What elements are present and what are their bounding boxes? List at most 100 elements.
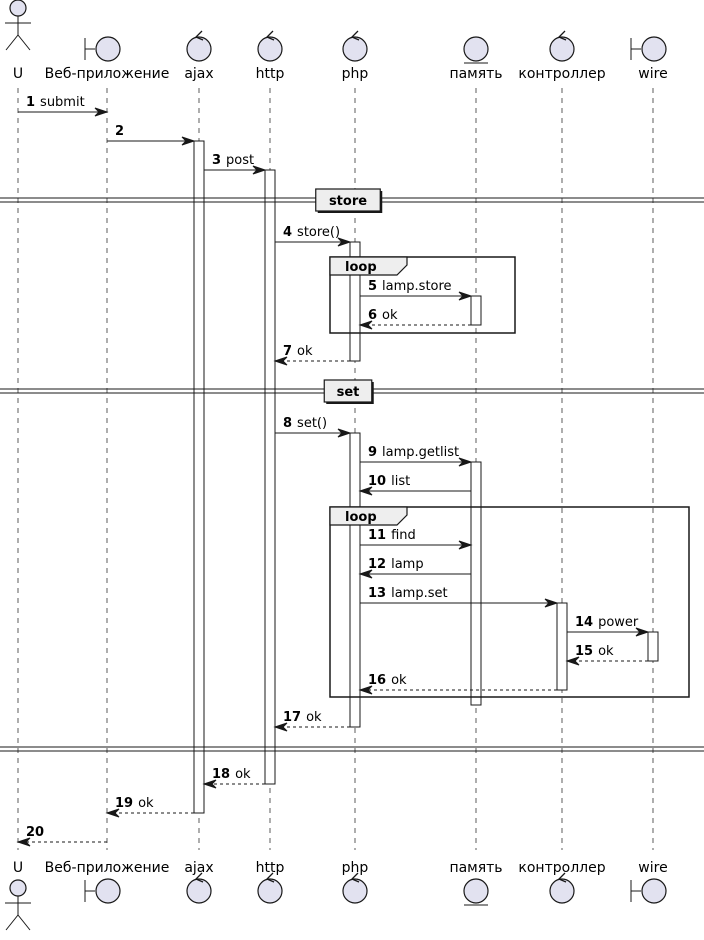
- message-text: list: [391, 474, 410, 489]
- participant-label-wire: wire: [638, 66, 667, 82]
- participants: UUВеб-приложениеВеб-приложениеajaxajaxht…: [5, 0, 668, 931]
- arrowhead: [565, 656, 580, 666]
- message-14: 14 power: [567, 615, 650, 637]
- participant-label-mem: память: [449, 66, 502, 82]
- arrowhead: [273, 722, 288, 732]
- http-control-icon: [257, 30, 283, 62]
- message-5: 5 lamp.store: [360, 279, 473, 301]
- participant-label-ajax: ajax: [184, 66, 213, 82]
- arrowhead: [16, 837, 31, 847]
- message-number: 18: [212, 767, 230, 782]
- web-boundary-icon: [84, 36, 121, 62]
- participant-label-php: php: [342, 860, 369, 876]
- loop-label: loop: [345, 510, 377, 525]
- message-text: power: [598, 615, 639, 630]
- participant-label-http: http: [256, 860, 285, 876]
- divider-label: store: [329, 194, 367, 209]
- message-1: 1 submit: [18, 95, 109, 117]
- wire-boundary-icon: [630, 36, 667, 62]
- arrowhead: [635, 627, 650, 637]
- arrowhead: [358, 486, 373, 496]
- arrowhead: [458, 457, 473, 467]
- message-text: ok: [138, 796, 154, 811]
- message-20: 20: [16, 825, 107, 847]
- activation-bar-mem: [470, 461, 482, 706]
- participant-label-mem: память: [449, 860, 502, 876]
- arrowhead: [358, 569, 373, 579]
- message-text: store(): [297, 225, 340, 240]
- loop-group: loop: [329, 256, 516, 334]
- arrowhead: [181, 136, 196, 146]
- message-number: 2: [115, 124, 124, 139]
- message-number: 4: [283, 225, 292, 240]
- message-text: lamp.getlist: [382, 445, 459, 460]
- activation-bars: [193, 140, 659, 814]
- ctrl-control-icon: [549, 30, 575, 62]
- message-number: 1: [26, 95, 35, 110]
- divider-label: set: [337, 385, 360, 400]
- message-number: 13: [368, 586, 386, 601]
- message-text: lamp: [391, 557, 424, 572]
- arrowhead: [273, 356, 288, 366]
- participant-label-ajax: ajax: [184, 860, 213, 876]
- participant-label-ctrl: контроллер: [518, 860, 605, 876]
- message-number: 3: [212, 153, 221, 168]
- message-label: 20: [26, 825, 44, 840]
- arrowhead: [105, 808, 120, 818]
- activation-bar-php: [349, 432, 361, 728]
- arrowhead: [358, 685, 373, 695]
- participant-label-php: php: [342, 66, 369, 82]
- message-text: submit: [40, 95, 85, 110]
- U-actor-icon: [5, 879, 31, 931]
- participant-label-web: Веб-приложение: [45, 66, 170, 82]
- message-label: 1 submit: [26, 95, 85, 110]
- message-text: ok: [598, 644, 614, 659]
- arrowhead: [458, 540, 473, 550]
- activation-bar-ctrl: [556, 602, 568, 691]
- message-number: 9: [368, 445, 377, 460]
- message-15: 15 ok: [565, 644, 648, 666]
- participant-label-ctrl: контроллер: [518, 66, 605, 82]
- participant-label-http: http: [256, 66, 285, 82]
- arrowhead: [94, 107, 109, 117]
- message-number: 11: [368, 528, 386, 543]
- activation-bar-ajax: [193, 140, 205, 814]
- message-number: 5: [368, 279, 377, 294]
- message-text: lamp.store: [382, 279, 452, 294]
- ctrl-control-icon: [549, 872, 575, 904]
- message-number: 20: [26, 825, 44, 840]
- divider-end: [0, 746, 704, 752]
- arrowhead: [202, 779, 217, 789]
- arrowhead: [252, 165, 267, 175]
- message-text: ok: [306, 710, 322, 725]
- message-text: ok: [382, 308, 398, 323]
- message-number: 7: [283, 344, 292, 359]
- message-number: 12: [368, 557, 386, 572]
- message-number: 15: [575, 644, 593, 659]
- message-number: 14: [575, 615, 593, 630]
- message-label: 9 lamp.getlist: [368, 445, 459, 460]
- loop-label: loop: [345, 260, 377, 275]
- message-label: 12 lamp: [368, 557, 424, 572]
- mem-entity-icon: [463, 878, 489, 906]
- participant-label-U: U: [13, 860, 23, 876]
- php-control-icon: [342, 872, 368, 904]
- message-label: 15 ok: [575, 644, 614, 659]
- divider-set: set: [0, 379, 704, 404]
- participant-label-web: Веб-приложение: [45, 860, 170, 876]
